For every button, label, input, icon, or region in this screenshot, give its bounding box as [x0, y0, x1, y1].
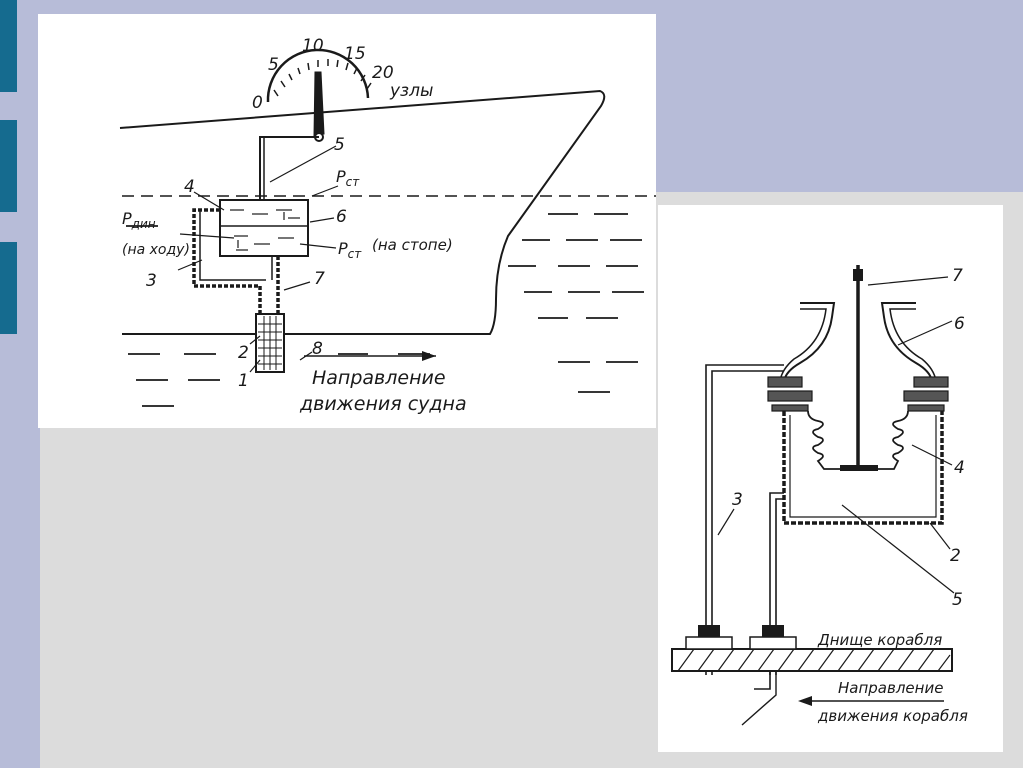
- label-5: 5: [334, 135, 345, 155]
- direction-caption-line2: движения судна: [299, 393, 467, 415]
- na-hodu-label: (на ходу): [122, 242, 190, 258]
- ship-log-diagram-panel: 0 5 10 15 20 узлы 5 4 6 3 7 2 1 8 Pдин (…: [38, 14, 656, 428]
- chamber-marks: [230, 209, 300, 251]
- left-band: [0, 0, 40, 768]
- dial-tick-15: 15: [344, 44, 366, 64]
- dial-tick-0: 0: [252, 93, 263, 113]
- body-2: [782, 411, 944, 525]
- accent-tab-3: [0, 242, 17, 334]
- label-3: 3: [146, 271, 157, 291]
- leader-lines: [177, 145, 339, 373]
- static-tube: [769, 492, 784, 675]
- hull-bottom-label: Днище корабля: [817, 631, 942, 649]
- rod-5: [259, 136, 319, 200]
- p-st-top-label: Pст: [336, 167, 360, 189]
- direction-caption-line1: Направление: [312, 367, 446, 389]
- label-6: 6: [954, 314, 965, 334]
- dial-tick-20: 20: [372, 63, 394, 83]
- label-8: 8: [312, 339, 323, 359]
- bellows-log-diagram: 7 6 4 2 5 3 Днище корабля Направление дв…: [671, 265, 968, 726]
- tube-3: [705, 364, 784, 675]
- label-7: 7: [952, 266, 963, 286]
- dial-pointer: [313, 71, 325, 137]
- plate-hatching: [677, 648, 951, 672]
- na-stope-label: (на стопе): [372, 236, 453, 254]
- label-3: 3: [732, 490, 743, 510]
- dial-ticks: [273, 59, 372, 97]
- label-4: 4: [184, 177, 195, 197]
- label-7: 7: [314, 269, 325, 289]
- label-4: 4: [954, 458, 965, 478]
- label-2: 2: [950, 546, 961, 566]
- p-din-label: Pдин: [122, 209, 156, 231]
- cover-6-left: [783, 302, 836, 382]
- dial-tick-10: 10: [302, 36, 324, 56]
- label-6: 6: [336, 207, 347, 227]
- pitot-tip: [754, 671, 771, 690]
- direction-caption-line2: движения корабля: [817, 707, 968, 725]
- ship-hull: [119, 89, 606, 335]
- label-5: 5: [952, 590, 963, 610]
- probe-hatching: [258, 316, 282, 370]
- cover-6-right: [880, 302, 933, 382]
- dial-unit: узлы: [389, 81, 433, 101]
- p-st-bottom-label: Pст: [338, 239, 362, 261]
- accent-tab-1: [0, 0, 17, 92]
- label-1: 1: [238, 371, 249, 391]
- direction-caption-line1: Направление: [838, 679, 943, 697]
- label-2: 2: [238, 343, 249, 363]
- flanges: [767, 376, 949, 412]
- chamber-6: [219, 199, 309, 257]
- tube-3: [192, 208, 262, 314]
- ship-log-diagram: 0 5 10 15 20 узлы 5 4 6 3 7 2 1 8 Pдин (…: [119, 36, 656, 415]
- speed-dial-arc: [266, 48, 370, 103]
- water-surface-marks: [126, 213, 644, 407]
- accent-tab-2: [0, 120, 17, 212]
- bellows-log-diagram-panel: 7 6 4 2 5 3 Днище корабля Направление дв…: [658, 205, 1003, 752]
- leader-lines: [717, 276, 955, 594]
- dial-tick-5: 5: [268, 55, 279, 75]
